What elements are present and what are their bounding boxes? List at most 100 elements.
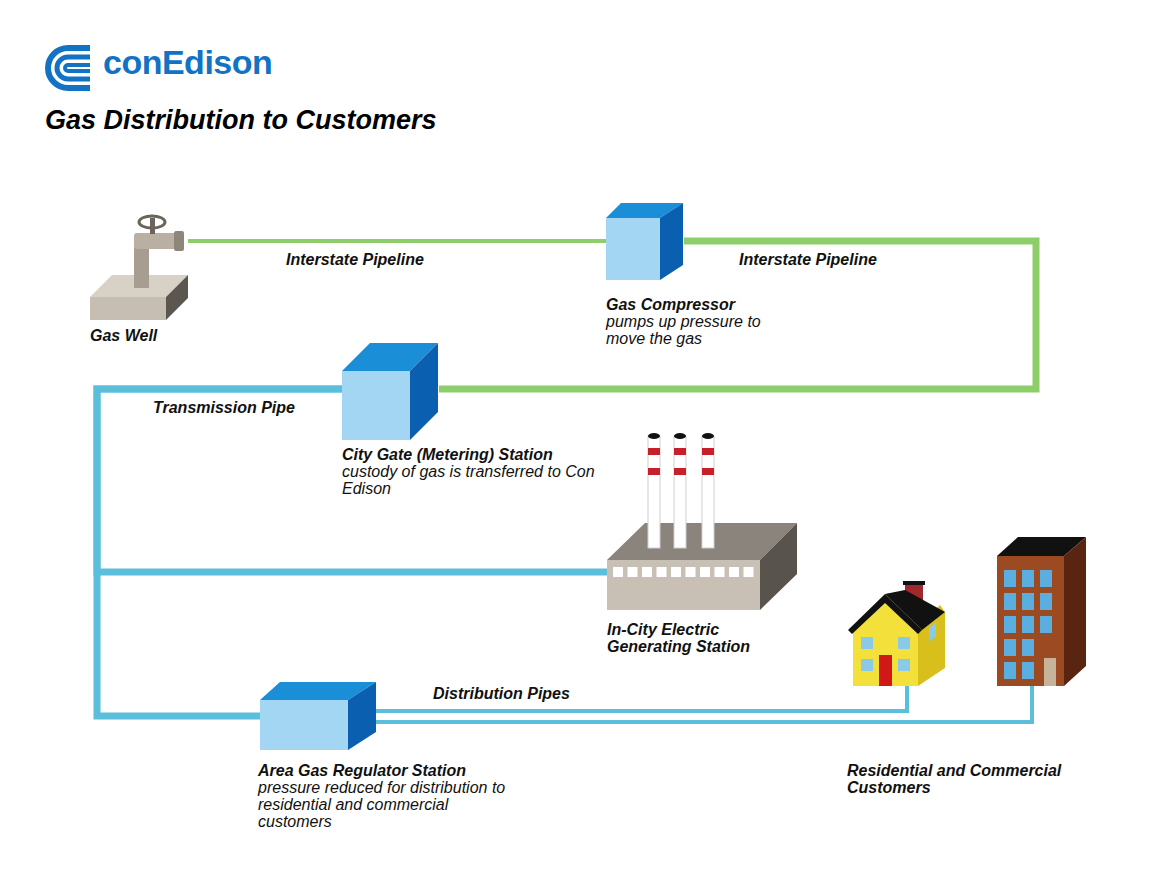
node-caption: Area Gas Regulator Stationpressure reduc… <box>258 762 508 830</box>
window-grid-part <box>1004 593 1016 610</box>
window-row-part <box>613 567 623 577</box>
window-grid-part <box>1040 616 1052 633</box>
regulator-station-icon <box>260 682 376 750</box>
smoke-stacks-part <box>648 468 660 475</box>
node-caption: Gas Compressorpumps up pressure to move … <box>606 296 781 347</box>
window-row-part <box>715 567 725 577</box>
smoke-stacks-part <box>648 436 660 548</box>
house-icon-part <box>879 655 892 686</box>
station-node: City Gate (Metering) Stationcustody of g… <box>342 343 439 440</box>
gas-pipe <box>97 389 342 716</box>
gas-pipe <box>188 239 606 243</box>
node-caption: City Gate (Metering) Stationcustody of g… <box>342 446 604 497</box>
station-node: Residential and Commercial Customers <box>848 537 1088 686</box>
smoke-stacks-part <box>648 448 660 455</box>
pipe-label: Distribution Pipes <box>431 685 572 703</box>
gas-pipe <box>376 686 1032 722</box>
station-note: pumps up pressure to move the gas <box>606 313 781 347</box>
house-icon-part <box>903 581 925 585</box>
gas-well-icon-part <box>139 216 165 228</box>
smoke-stacks-part <box>702 468 714 475</box>
node-caption: Residential and Commercial Customers <box>847 762 1077 796</box>
window-grid-part <box>1022 570 1034 587</box>
pipe-label: Interstate Pipeline <box>284 251 426 269</box>
smoke-stacks-part <box>674 468 686 475</box>
regulator-station-icon-part <box>260 700 348 750</box>
station-note: pressure reduced for distribution to res… <box>258 779 508 830</box>
station-node: Gas Well <box>90 215 188 320</box>
gas-well-icon-part <box>134 233 178 249</box>
smoke-stacks-part <box>674 433 686 439</box>
gas-well-icon-part <box>174 231 184 251</box>
gas-compressor-icon-part <box>606 218 660 280</box>
house-icon <box>848 581 945 686</box>
smoke-stacks <box>648 433 714 548</box>
smoke-stacks-part <box>702 433 714 439</box>
logo-mark <box>48 48 90 88</box>
window-grid-part <box>1040 593 1052 610</box>
window-grid-part <box>1022 616 1034 633</box>
window-grid-part <box>1004 662 1016 679</box>
node-caption: In-City Electric Generating Station <box>607 621 792 655</box>
window-row-part <box>642 567 652 577</box>
window-row-part <box>686 567 696 577</box>
station-node: In-City Electric Generating Station <box>607 432 797 610</box>
city-gate-icon <box>342 343 438 440</box>
pipe-label: Transmission Pipe <box>151 399 297 417</box>
gas-well-icon-part <box>90 297 166 320</box>
apartment-building-icon-part <box>1044 658 1056 686</box>
diagram-title: Gas Distribution to Customers <box>45 104 437 136</box>
window-grid-part <box>1004 570 1016 587</box>
generating-station-icon-part <box>760 523 797 610</box>
station-name: In-City Electric Generating Station <box>607 621 792 655</box>
house-icon-part <box>861 637 873 649</box>
logo-mark-part <box>65 65 90 71</box>
house-icon-part <box>898 637 910 649</box>
smoke-stacks-part <box>648 433 660 439</box>
window-row-part <box>729 567 739 577</box>
logo-text: conEdison <box>103 42 272 82</box>
window-row-part <box>628 567 638 577</box>
gas-compressor-icon-part <box>660 203 683 280</box>
station-name: Residential and Commercial Customers <box>847 762 1077 796</box>
window-grid-part <box>1004 639 1016 656</box>
station-note: custody of gas is transferred to Con Edi… <box>342 463 604 497</box>
city-gate-icon-part <box>410 343 438 440</box>
generating-station-icon-part <box>607 560 760 610</box>
window-row-part <box>700 567 710 577</box>
generating-station-icon <box>607 433 797 610</box>
regulator-station-icon-part <box>348 682 376 750</box>
window-row-part <box>671 567 681 577</box>
city-gate-icon-part <box>342 371 410 440</box>
window-row-part <box>657 567 667 577</box>
gas-well-icon-part <box>166 275 188 320</box>
window-grid-part <box>1022 639 1034 656</box>
window-row-part <box>744 567 754 577</box>
station-name: Gas Compressor <box>606 296 781 313</box>
pipe-label: Interstate Pipeline <box>737 251 879 269</box>
station-name: Gas Well <box>90 327 210 344</box>
logo-mark-part <box>57 57 90 79</box>
smoke-stacks-part <box>674 448 686 455</box>
window-grid-part <box>1022 662 1034 679</box>
station-node: Gas Compressorpumps up pressure to move … <box>606 203 684 281</box>
apartment-building-icon-part <box>1064 537 1086 686</box>
gas-compressor-icon <box>606 203 683 280</box>
house-icon-part <box>861 659 873 671</box>
gas-pipe <box>439 241 1036 389</box>
window-grid-part <box>1004 616 1016 633</box>
apartment-building-icon <box>997 537 1086 686</box>
gas-pipe <box>376 686 907 711</box>
smoke-stacks-part <box>674 436 686 548</box>
node-caption: Gas Well <box>90 327 210 344</box>
gas-well-icon-part <box>150 218 155 234</box>
house-icon-part <box>898 659 910 671</box>
window-row <box>613 567 754 577</box>
smoke-stacks-part <box>702 448 714 455</box>
station-name: Area Gas Regulator Station <box>258 762 508 779</box>
window-grid-part <box>1022 593 1034 610</box>
logo-mark-part <box>48 48 90 88</box>
station-node: Area Gas Regulator Stationpressure reduc… <box>260 682 376 750</box>
station-name: City Gate (Metering) Station <box>342 446 604 463</box>
